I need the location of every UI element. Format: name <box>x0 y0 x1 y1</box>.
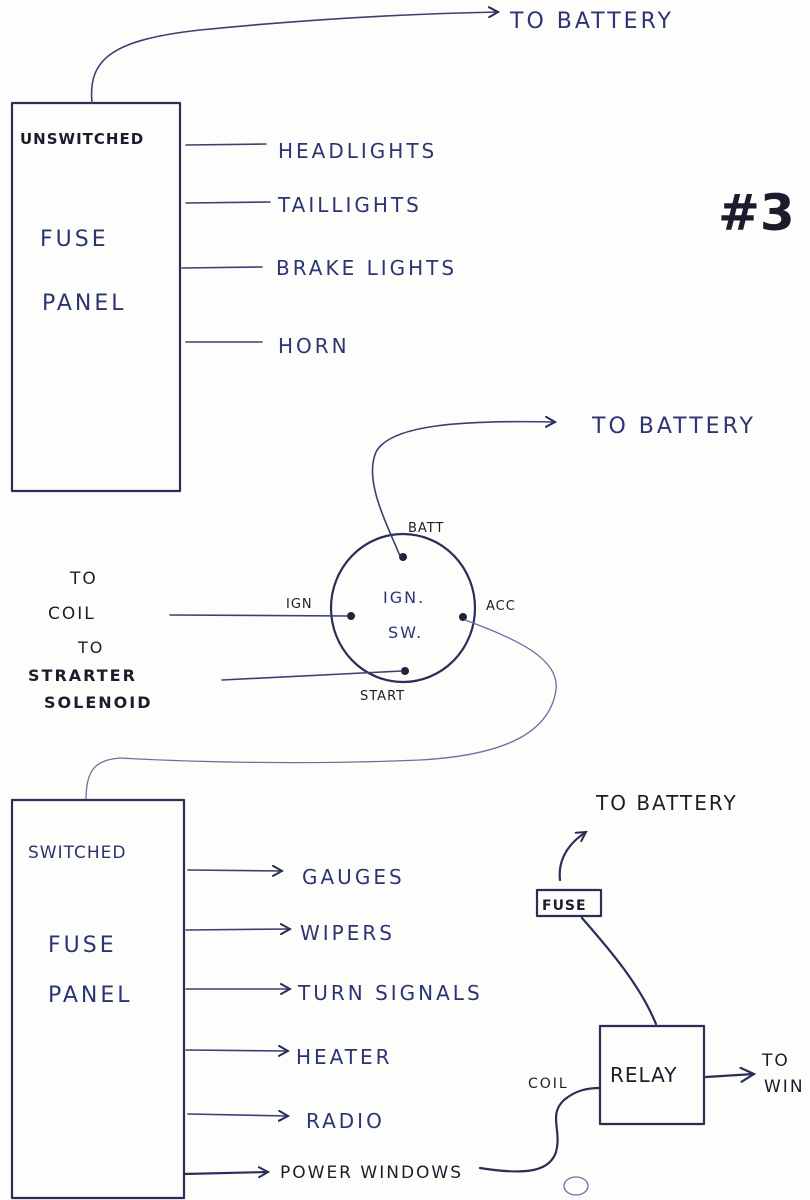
fuse-to-relay-wire <box>580 916 658 1026</box>
coil-input-label: COIL <box>528 1076 569 1092</box>
ignition-battery-label: TO BATTERY <box>591 414 756 439</box>
start-terminal-label: START <box>360 689 405 704</box>
switched-panel-box <box>10 798 186 1200</box>
fuse-box <box>535 888 603 918</box>
ignition-battery-wire <box>371 422 555 557</box>
ignition-switch-name-line1: IGN. <box>383 588 425 607</box>
acc-to-switched-panel-wire <box>85 619 557 801</box>
unswitched-panel-name-line2: PANEL <box>42 291 127 316</box>
unswitched-panel-name-line1: FUSE <box>40 227 109 252</box>
relay-label: RELAY <box>610 1063 677 1087</box>
switched-panel-header: SWITCHED <box>28 843 127 863</box>
taillights-wire <box>185 201 271 204</box>
relay-output-wire <box>704 1074 754 1077</box>
starter-label-line3: SOLENOID <box>44 693 152 712</box>
unswitched-output-taillights: TAILLIGHTS <box>277 193 422 217</box>
unswitched-fuse-panel: TO BATTERY UNSWITCHED FUSE PANEL HEADLIG… <box>10 9 674 493</box>
unswitched-panel-header: UNSWITCHED <box>20 130 144 148</box>
starter-wire <box>221 670 403 681</box>
unswitched-battery-label: TO BATTERY <box>509 9 674 34</box>
fuse-label: FUSE <box>542 898 587 914</box>
coil-label-line1: TO <box>69 569 98 589</box>
switched-output-turn-signals: TURN SIGNALS <box>297 981 483 1005</box>
switched-panel-name-line2: PANEL <box>48 983 133 1008</box>
coil-label-line2: COIL <box>48 604 96 624</box>
unswitched-output-brake-lights: BRAKE LIGHTS <box>276 256 457 280</box>
batt-terminal <box>399 553 407 561</box>
wire-splice-mark <box>563 1176 589 1196</box>
starter-label-line2: STRARTER <box>28 666 137 685</box>
page-number: #3 <box>718 184 795 242</box>
coil-wire <box>169 614 349 617</box>
wipers-wire <box>185 929 290 930</box>
ignition-switch-name-line2: SW. <box>388 623 423 642</box>
headlights-wire <box>185 143 267 146</box>
acc-terminal-label: ACC <box>486 599 516 614</box>
switched-output-gauges: GAUGES <box>302 865 405 889</box>
power-windows-wire <box>182 1172 268 1174</box>
fuse-to-battery-wire <box>558 832 586 882</box>
unswitched-output-horn: HORN <box>278 334 350 358</box>
switched-panel-name-line1: FUSE <box>48 933 117 958</box>
switched-output-heater: HEATER <box>296 1045 393 1069</box>
starter-label-line1: TO <box>77 638 104 657</box>
unswitched-output-headlights: HEADLIGHTS <box>278 139 437 163</box>
ign-terminal <box>347 612 355 620</box>
switched-output-power-windows: POWER WINDOWS <box>280 1163 463 1183</box>
relay-output-label-line1: TO <box>761 1051 790 1071</box>
unswitched-battery-wire <box>90 12 498 104</box>
start-terminal <box>401 667 409 675</box>
gauges-wire <box>187 870 282 871</box>
heater-wire <box>185 1050 288 1051</box>
acc-terminal <box>459 613 467 621</box>
switched-output-radio: RADIO <box>306 1109 385 1133</box>
ignition-switch: IGN. SW. BATT IGN ACC START TO BATTERY T… <box>28 414 756 801</box>
relay-circuit: TO BATTERY FUSE RELAY COIL TO WIN <box>478 791 805 1196</box>
relay-battery-label: TO BATTERY <box>595 791 738 815</box>
unswitched-panel-box <box>10 101 182 493</box>
radio-wire <box>187 1114 288 1116</box>
switched-output-wipers: WIPERS <box>300 921 395 945</box>
power-windows-to-coil-wire <box>478 1086 602 1173</box>
brake-lights-wire <box>181 266 263 269</box>
relay-output-label-line2: WIN <box>764 1077 805 1097</box>
switched-fuse-panel: SWITCHED FUSE PANEL GAUGES WIPERS TURN S… <box>10 798 483 1200</box>
batt-terminal-label: BATT <box>408 521 444 536</box>
relay-box <box>598 1024 706 1126</box>
ignition-switch-circle <box>329 532 477 684</box>
ign-terminal-label: IGN <box>286 597 313 612</box>
